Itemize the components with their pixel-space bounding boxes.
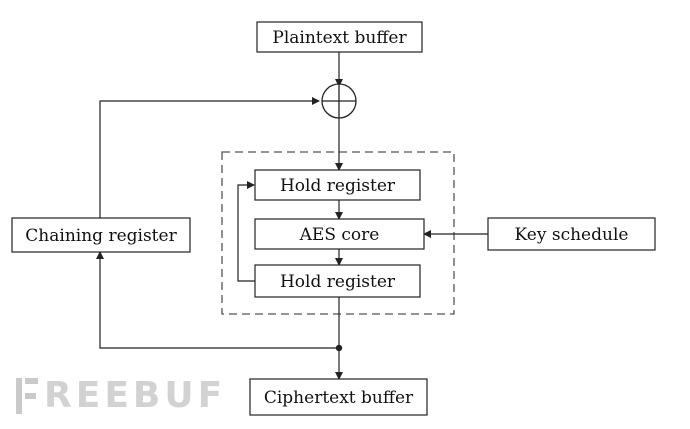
hold-register-bottom-label: Hold register <box>280 272 396 292</box>
aes-block-boundary <box>221 151 455 315</box>
key-schedule-label: Key schedule <box>515 225 629 245</box>
chaining-register-box: Chaining register <box>11 217 191 253</box>
plaintext-buffer-box: Plaintext buffer <box>256 21 423 53</box>
hold-register-bottom-box: Hold register <box>254 264 421 298</box>
freebuf-logo-icon <box>16 378 38 414</box>
chaining-register-label: Chaining register <box>25 226 177 246</box>
aes-core-box: AES core <box>254 218 425 250</box>
watermark-text: REEBUF <box>44 375 227 416</box>
junction-to-chaining-arrow <box>96 251 339 349</box>
key-schedule-box: Key schedule <box>487 217 656 251</box>
feedback-loop-arrow <box>237 181 255 282</box>
plaintext-buffer-label: Plaintext buffer <box>272 28 407 48</box>
hold-register-top-label: Hold register <box>280 176 396 196</box>
hold-register-top-box: Hold register <box>254 169 421 201</box>
ciphertext-buffer-label: Ciphertext buffer <box>264 388 414 408</box>
ciphertext-buffer-box: Ciphertext buffer <box>249 378 428 416</box>
chaining-to-xor-arrow <box>99 97 320 218</box>
freebuf-watermark: REEBUF <box>16 378 226 414</box>
aes-core-label: AES core <box>299 225 380 245</box>
xor-icon <box>321 83 357 119</box>
junction-dot <box>335 344 343 352</box>
